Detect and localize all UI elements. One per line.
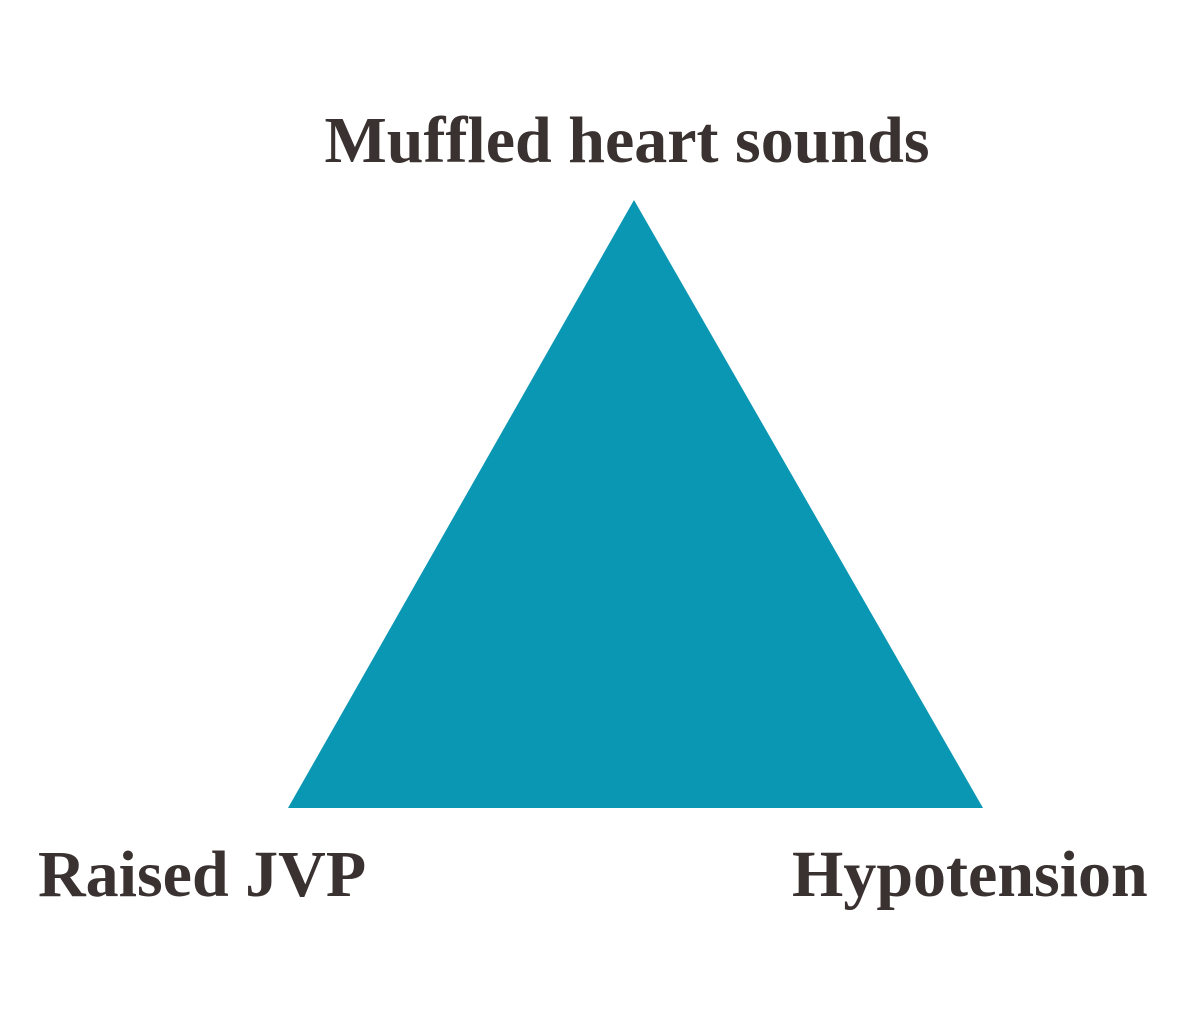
label-muffled-heart-sounds: Muffled heart sounds xyxy=(324,104,930,177)
label-raised-jvp: Raised JVP xyxy=(38,838,367,911)
label-hypotension: Hypotension xyxy=(792,838,1148,911)
triangle-shape xyxy=(288,200,983,808)
